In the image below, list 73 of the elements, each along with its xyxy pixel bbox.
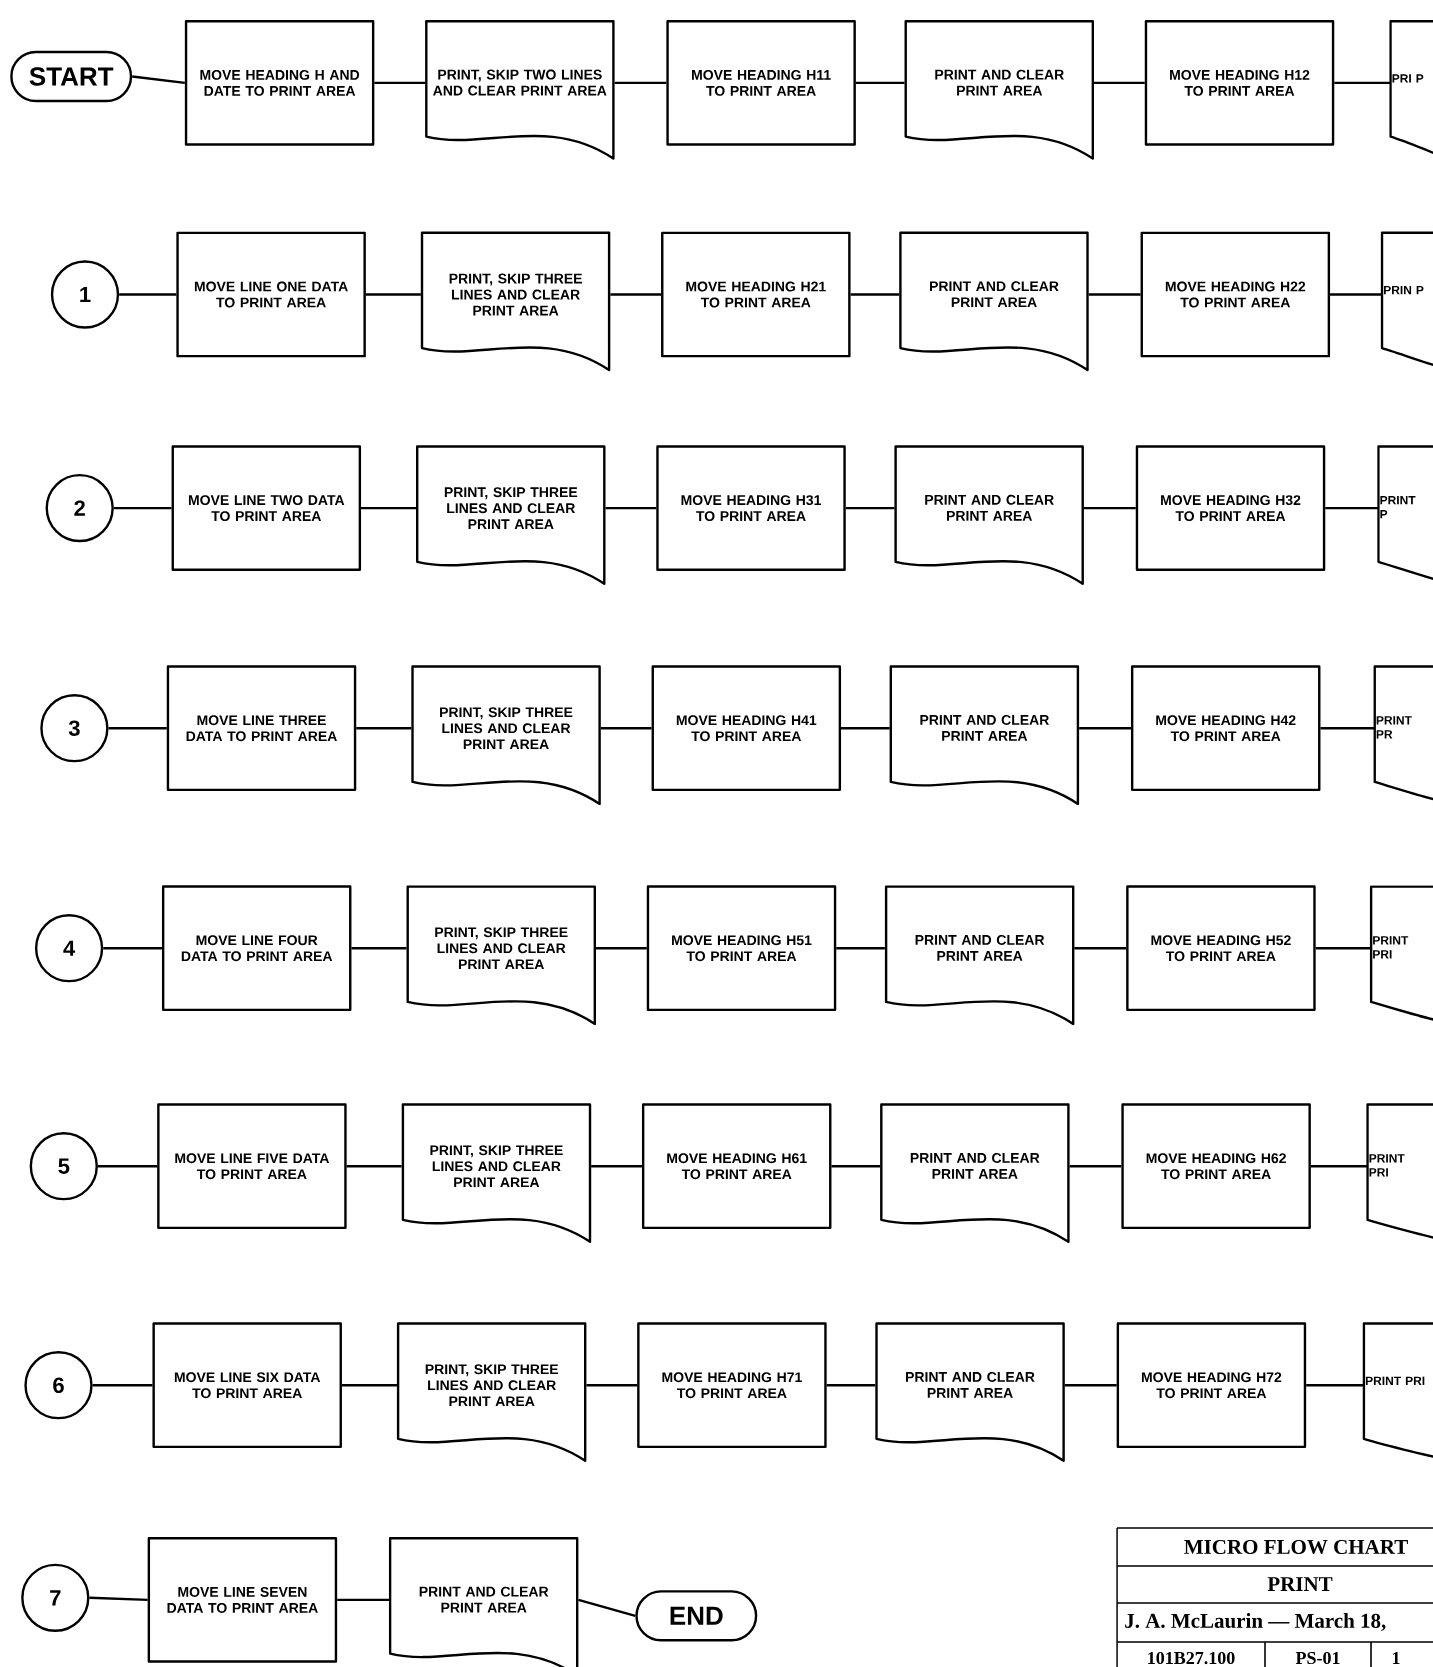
process-box: MOVE LINE TWO DATA TO PRINT AREA	[171, 445, 362, 571]
process-box: MOVE HEADING H51 TO PRINT AREA	[646, 885, 837, 1012]
connector-line	[605, 506, 657, 510]
connector-line	[1083, 506, 1136, 510]
process-box: MOVE HEADING H11 TO PRINT AREA	[666, 20, 856, 146]
connector-line	[826, 1384, 876, 1387]
connector-line	[108, 727, 167, 730]
process-box: MOVE HEADING H32 TO PRINT AREA	[1135, 445, 1326, 571]
process-box: MOVE HEADING H52 TO PRINT AREA	[1126, 885, 1316, 1012]
process-box: MOVE LINE FIVE DATA TO PRINT AREA	[157, 1103, 347, 1230]
connector-line	[1320, 727, 1375, 730]
process-box: MOVE HEADING H42 TO PRINT AREA	[1130, 665, 1321, 792]
connector-line	[97, 1165, 158, 1168]
process-box: MOVE HEADING H62 TO PRINT AREA	[1121, 1103, 1311, 1230]
connector-line	[113, 506, 172, 510]
connector-line	[591, 1165, 642, 1168]
connector-line	[586, 1384, 638, 1387]
connector-line	[610, 293, 662, 296]
connector-line	[337, 1598, 389, 1602]
process-box: MOVE LINE FOUR DATA TO PRINT AREA	[161, 885, 352, 1012]
connector-line	[1330, 293, 1382, 296]
connector-line	[92, 1384, 153, 1387]
connector-line	[855, 81, 905, 85]
connector-line	[374, 81, 426, 85]
connector-line	[850, 293, 900, 296]
connector-line	[614, 81, 667, 85]
table-cell-text: 101B27.100	[1148, 1651, 1235, 1665]
connector-line	[845, 506, 895, 510]
process-box: MOVE LINE SIX DATA TO PRINT AREA	[152, 1322, 342, 1449]
connector-line	[1079, 727, 1131, 730]
connector-line	[1315, 947, 1372, 950]
connector-line	[1074, 947, 1127, 950]
connector-line	[89, 1596, 148, 1602]
connector-line	[1325, 506, 1379, 510]
table-cell-text: PRINT	[1267, 1577, 1333, 1591]
connector-line	[1094, 81, 1145, 85]
connector-line	[1088, 293, 1141, 296]
process-box: MOVE HEADING H61 TO PRINT AREA	[641, 1103, 832, 1230]
connector-line	[841, 727, 890, 730]
connector-line	[1069, 1165, 1122, 1168]
table-cell-text: J. A. McLaurin — March 18,	[1125, 1613, 1386, 1631]
process-box: MOVE HEADING H71 TO PRINT AREA	[637, 1322, 827, 1449]
connector-line	[356, 727, 412, 730]
connector-line	[1334, 81, 1391, 85]
process-box: MOVE HEADING H31 TO PRINT AREA	[656, 445, 846, 571]
process-box: MOVE HEADING H21 TO PRINT AREA	[661, 231, 851, 358]
process-box: MOVE LINE THREE DATA TO PRINT AREA	[166, 665, 357, 792]
connector-line	[132, 75, 185, 85]
connector-line	[595, 947, 647, 950]
process-box: MOVE LINE ONE DATA TO PRINT AREA	[176, 231, 366, 358]
process-box: MOVE HEADING H22 TO PRINT AREA	[1140, 231, 1331, 358]
connector-line	[361, 506, 417, 510]
connector-line	[1064, 1384, 1117, 1387]
connector-line	[836, 947, 885, 950]
connector-line	[1310, 1165, 1368, 1168]
table-cell-text: 1	[1392, 1652, 1400, 1664]
connector-line	[341, 1384, 397, 1387]
table-cell-text: PS-01	[1295, 1651, 1340, 1665]
connector-line	[600, 727, 652, 730]
connector-line	[119, 293, 177, 296]
process-box: MOVE HEADING H41 TO PRINT AREA	[651, 665, 842, 792]
connector-line	[1306, 1384, 1364, 1387]
process-box: MOVE HEADING H12 TO PRINT AREA	[1144, 20, 1335, 146]
process-box: MOVE LINE SEVEN DATA TO PRINT AREA	[147, 1537, 338, 1663]
connector-line	[351, 947, 407, 950]
process-box: MOVE HEADING H72 TO PRINT AREA	[1116, 1322, 1307, 1449]
table-cell-text: MICRO FLOW CHART	[1184, 1539, 1408, 1555]
connector-line	[578, 1598, 636, 1617]
connector-line	[346, 1165, 402, 1168]
connector-line	[365, 293, 421, 296]
process-box: MOVE HEADING H AND DATE TO PRINT AREA	[184, 20, 375, 146]
connector-line	[831, 1165, 881, 1168]
connector-line	[103, 947, 162, 950]
